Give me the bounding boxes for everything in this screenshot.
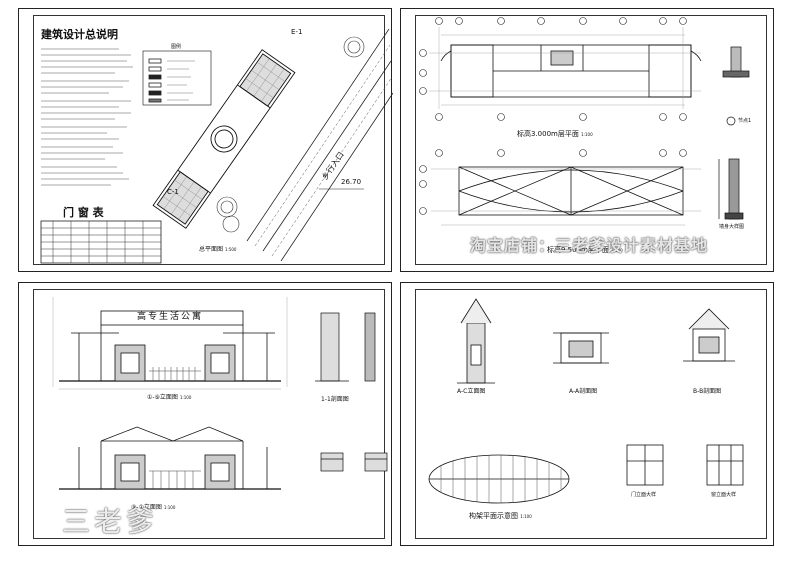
plan1-caption: 标高3.000m层平面 1:100 — [517, 130, 593, 138]
wall-section-caption: 墙身大样图 — [719, 224, 745, 230]
elevation-drawing — [52, 297, 388, 490]
elevation2-caption: ⑨-①立面图 1:100 — [131, 504, 176, 511]
floor-plan-drawing — [419, 17, 750, 226]
sheet-frame — [415, 15, 767, 265]
drawing-sheet-site-plan: 建筑设计总说明 图例 门 窗 表 E-1 C-1 乡行入口 26.70 总平面图… — [18, 8, 393, 272]
building-sign-text: 高专生活公寓 — [137, 312, 204, 322]
aa-section-caption: A-A剖面图 — [569, 388, 598, 395]
plan-caption: 总平面图 1:500 — [199, 246, 237, 253]
elevation1-caption: ①-⑨立面图 1:100 — [147, 394, 192, 401]
site-plan-drawing — [40, 28, 393, 264]
sheet-frame — [415, 289, 767, 539]
ac-elevation-caption: A-C立面图 — [457, 388, 486, 395]
door-detail-caption: 门立面大样 — [631, 492, 657, 498]
drawing-sheet-floor-plans: 标高3.000m层平面 1:100 标高9.500m层平面 1:100 节点1 … — [400, 8, 774, 272]
sheet-title: 建筑设计总说明 — [41, 28, 118, 41]
brand-watermark: 三老爹 — [62, 505, 159, 538]
legend-title: 图例 — [171, 44, 182, 50]
window-detail-caption: 窗立面大样 — [711, 492, 737, 498]
detail-drawing — [428, 298, 744, 504]
shop-watermark: 淘宝店铺：三老爹设计素材基地 — [470, 236, 709, 255]
elevation-mark: 26.70 — [341, 178, 362, 186]
sheet-frame — [33, 289, 385, 539]
node-caption: 节点1 — [738, 118, 752, 124]
sheet-frame — [33, 15, 385, 265]
section-label-c: C-1 — [167, 188, 179, 196]
roof-frame-caption: 构架平面示意图 1:100 — [469, 512, 532, 520]
bb-section-caption: B-B剖面图 — [693, 388, 722, 395]
plan2-caption: 标高9.500m层平面 1:100 — [547, 246, 623, 254]
drawing-sheet-elevations: 高专生活公寓 ①-⑨立面图 1:100 1-1剖面图 ⑨-①立面图 1:100 — [18, 282, 392, 546]
door-window-table-title: 门 窗 表 — [63, 206, 104, 219]
drawing-sheet-details: A-C立面图 A-A剖面图 B-B剖面图 构架平面示意图 1:100 门立面大样… — [400, 282, 774, 546]
section-label-e: E-1 — [291, 28, 303, 36]
side-section-caption: 1-1剖面图 — [321, 396, 349, 403]
